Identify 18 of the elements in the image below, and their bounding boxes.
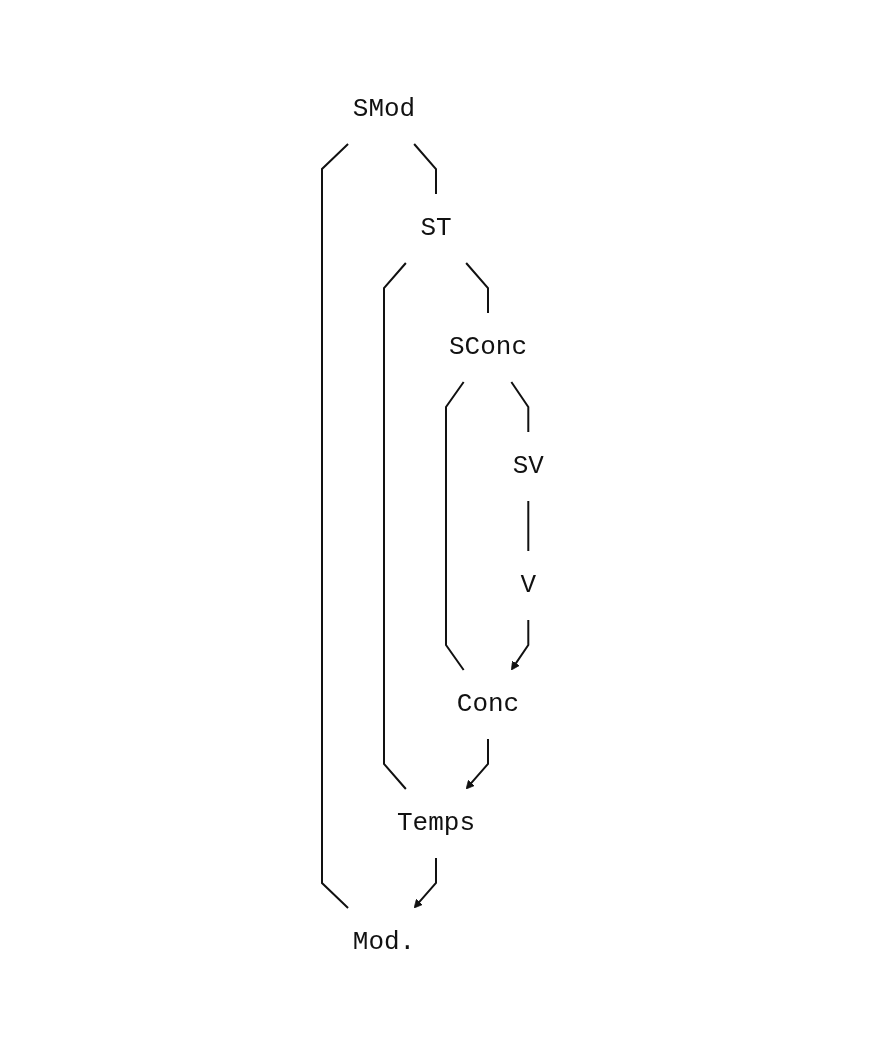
connector [413,142,438,195]
node-text: Temps [397,807,476,838]
arrow [413,856,438,908]
node-text: SMod [352,93,416,124]
connector [510,380,530,433]
node-text: SConc [449,331,528,362]
connector [321,142,350,909]
node-text: Mod. [352,926,416,957]
connector [527,499,530,552]
node-text: ST [420,212,452,243]
connector [383,261,407,790]
arrow [465,737,490,789]
connector [445,380,465,671]
node-text: Conc [456,688,520,719]
node-text: SV [512,450,544,481]
node-text: V [520,569,537,600]
connector [465,261,490,314]
arrow [511,618,530,670]
